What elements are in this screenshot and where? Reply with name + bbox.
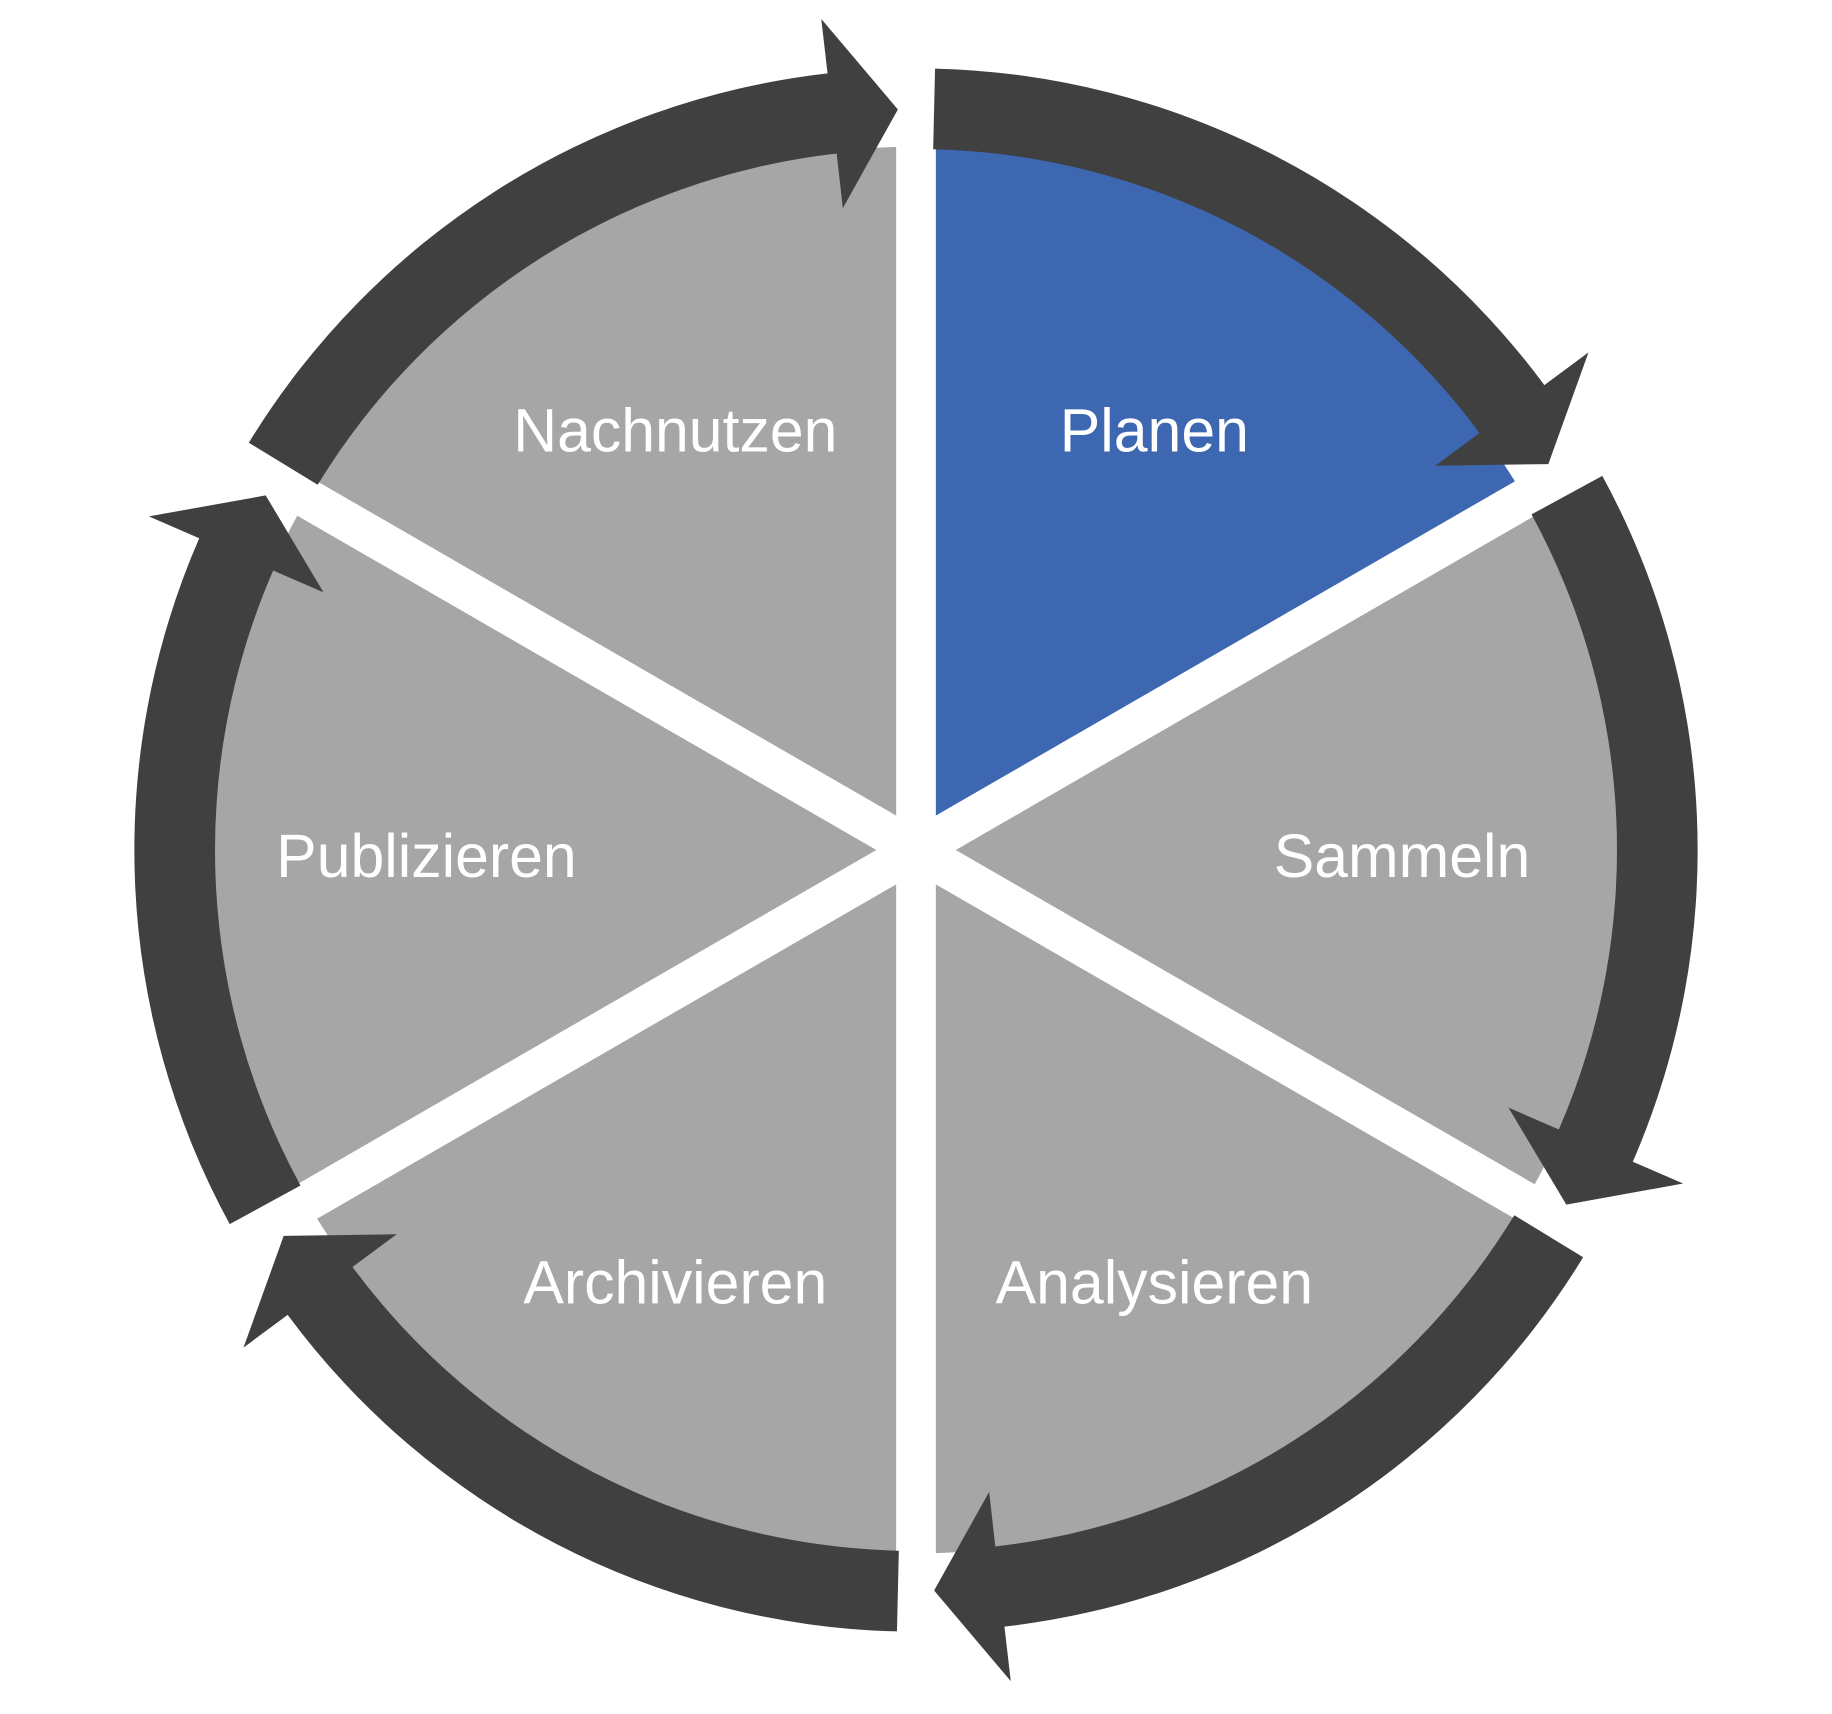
cycle-arrow-archivieren	[243, 1234, 899, 1632]
segment-divider	[177, 832, 926, 1288]
segment-wedge-archivieren	[306, 849, 916, 1554]
cycle-arrow-analysieren	[934, 1215, 1584, 1682]
segment-wedge-sammeln	[916, 498, 1620, 1202]
cycle-arrow-sammeln	[1508, 475, 1698, 1205]
segment-wedges	[212, 146, 1620, 1554]
segment-label-planen: Planen	[1060, 397, 1249, 465]
cycle-arrow-publizieren	[134, 495, 324, 1225]
segment-divider	[906, 412, 1655, 868]
segment-labels: Planen Sammeln Analysieren Archivieren P…	[276, 397, 1530, 1317]
segment-wedge-nachnutzen	[306, 146, 916, 850]
segment-label-sammeln: Sammeln	[1274, 822, 1531, 890]
segment-dividers	[177, 8, 1655, 1692]
segment-wedge-planen	[916, 146, 1526, 850]
cycle-arrow-planen	[933, 68, 1589, 466]
segment-label-nachnutzen: Nachnutzen	[513, 397, 837, 465]
cycle-arrow-nachnutzen	[248, 18, 898, 485]
segment-wedge-analysieren	[916, 849, 1526, 1554]
segment-wedge-publizieren	[212, 498, 916, 1202]
segment-label-archivieren: Archivieren	[523, 1248, 827, 1316]
segment-label-publizieren: Publizieren	[276, 822, 577, 890]
segment-divider	[906, 832, 1655, 1288]
cycle-arrows	[134, 18, 1698, 1682]
segment-divider	[177, 412, 926, 868]
segment-label-analysieren: Analysieren	[996, 1248, 1313, 1316]
